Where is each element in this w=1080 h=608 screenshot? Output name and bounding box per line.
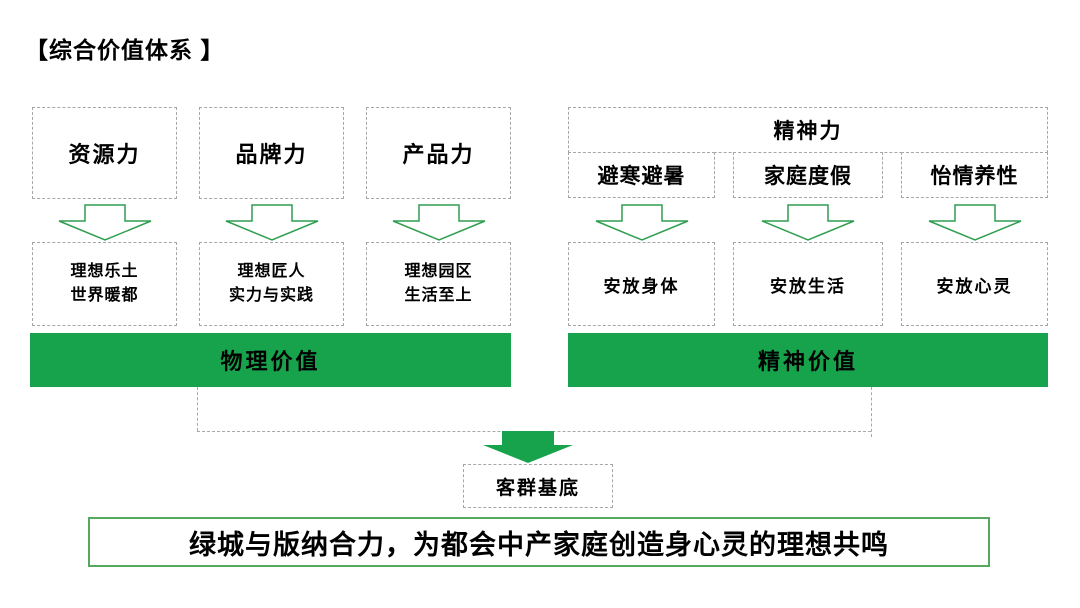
value-box-ideal-craftsman: 理想匠人 实力与实践 (199, 242, 344, 326)
physical-value-bar: 物理价值 (30, 333, 511, 387)
connector-line-left (197, 387, 198, 431)
value-box-ideal-land: 理想乐土 世界暖都 (32, 242, 177, 326)
spiritual-header-box: 精神力 (568, 107, 1048, 153)
driver-box-product: 产品力 (366, 107, 511, 199)
page-title: 【综合价值体系 】 (25, 37, 225, 63)
connector-line-right (871, 387, 872, 437)
driver-box-resource: 资源力 (32, 107, 177, 199)
value-line: 理想园区 (404, 263, 473, 280)
down-arrow-outline-icon (58, 204, 152, 241)
spiritual-value-bar: 精神价值 (568, 333, 1048, 387)
down-arrow-outline-icon (761, 204, 855, 241)
value-line: 理想乐土 (70, 263, 139, 280)
value-box-body: 安放身体 (568, 242, 715, 326)
value-box-ideal-park: 理想园区 生活至上 (366, 242, 511, 326)
down-arrow-outline-icon (392, 204, 486, 241)
down-arrow-outline-icon (225, 204, 319, 241)
value-line: 生活至上 (404, 287, 473, 304)
customer-base-box: 客群基底 (463, 464, 613, 508)
driver-box-family: 家庭度假 (733, 152, 883, 198)
value-box-life: 安放生活 (733, 242, 883, 326)
driver-box-wellness: 怡情养性 (901, 152, 1048, 198)
value-line: 世界暖都 (70, 287, 139, 304)
value-line: 理想匠人 (237, 263, 306, 280)
conclusion-box: 绿城与版纳合力，为都会中产家庭创造身心灵的理想共鸣 (88, 517, 990, 567)
down-arrow-solid-icon (483, 431, 573, 463)
down-arrow-outline-icon (595, 204, 689, 241)
down-arrow-outline-icon (928, 204, 1022, 241)
value-line: 实力与实践 (228, 287, 314, 304)
driver-box-brand: 品牌力 (199, 107, 344, 199)
value-box-soul: 安放心灵 (901, 242, 1048, 326)
driver-box-climate: 避寒避暑 (568, 152, 715, 198)
